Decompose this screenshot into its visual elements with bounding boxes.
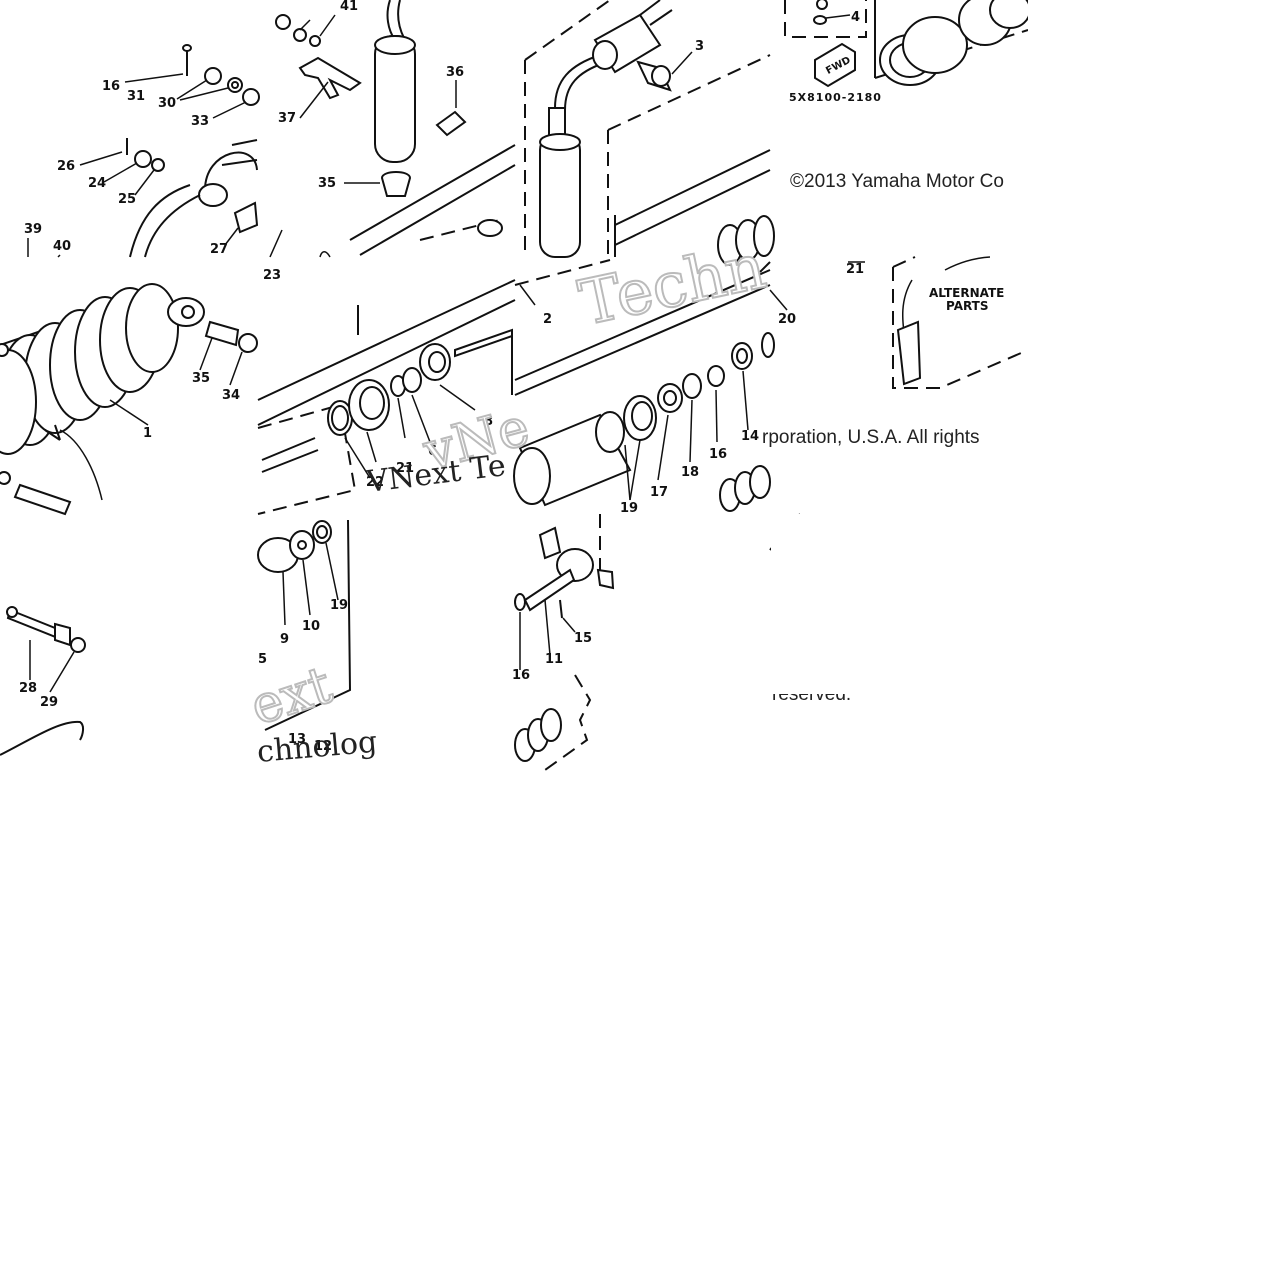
- diagram-tile-r1c3: [524, 0, 771, 258]
- callout-15: 15: [574, 631, 592, 646]
- callout-35b: 34: [222, 388, 240, 403]
- callout-25: 23: [263, 268, 281, 283]
- part-number: 5X8100-2180: [789, 91, 882, 104]
- callout-35a: 33: [191, 114, 209, 129]
- callout-2: 2: [543, 312, 552, 327]
- callout-21: 19: [620, 501, 638, 516]
- callout-10: 10: [302, 619, 320, 634]
- diagram-tile-r2c3: [513, 215, 788, 512]
- watermark-techn: Techn: [573, 229, 772, 339]
- callout-9: 9: [280, 632, 289, 647]
- callout-24: 22: [366, 475, 384, 490]
- callout-26: 24: [88, 176, 106, 191]
- diagram-tile-r3c3: [514, 513, 801, 771]
- callout-4: 4: [851, 10, 860, 25]
- diagram-tile-r1c1: [27, 44, 260, 258]
- callout-42: 41: [340, 0, 358, 14]
- copyright-fragment-2: rporation, U.S.A. All rights: [762, 427, 980, 448]
- alternate-parts-label-line1: ALTERNATE: [929, 286, 1004, 300]
- callout-6: 6: [428, 444, 437, 459]
- callout-labels: 16 31 30 33 26 24 25 39 40 27 41 37 36 3…: [19, 0, 864, 754]
- callout-32: 30: [158, 96, 176, 111]
- callout-38: 36: [446, 65, 464, 80]
- callout-23: 21: [396, 461, 414, 476]
- callout-8: 8: [484, 414, 493, 429]
- callout-28: 26: [57, 159, 75, 174]
- watermark-vnext-te: VNext Te: [364, 448, 508, 500]
- callout-27: 25: [118, 192, 136, 207]
- callout-31: 29: [40, 695, 58, 710]
- callout-39: 37: [278, 111, 296, 126]
- callout-29: 27: [210, 242, 228, 257]
- diagram-tile-r2c2: [257, 279, 516, 515]
- callout-19: 19: [330, 598, 348, 613]
- callout-36: 35: [192, 371, 210, 386]
- callout-34: 16: [102, 79, 120, 94]
- callout-5: 5: [258, 652, 267, 667]
- copyright-fragment-1: ©2013 Yamaha Motor Co: [790, 171, 1004, 192]
- callout-20: 20: [778, 312, 796, 327]
- callout-22: 21: [846, 262, 864, 277]
- callout-41: 40: [53, 239, 71, 254]
- alternate-parts-label-line2: PARTS: [946, 299, 989, 313]
- watermark-ext: ext: [243, 655, 339, 737]
- diagram-tile-r3c2: [257, 519, 352, 731]
- callout-18: 18: [681, 465, 699, 480]
- diagram-tile-r1c4: [784, 0, 1031, 88]
- callout-37: 35: [318, 176, 336, 191]
- callout-33: 31: [127, 89, 145, 104]
- callout-40: 39: [24, 222, 42, 237]
- callout-3: 3: [695, 39, 704, 54]
- diagram-tile-r2c1: [0, 283, 258, 516]
- callout-11: 11: [545, 652, 563, 667]
- callout-13: 13: [288, 732, 306, 747]
- callout-16b: 16: [512, 668, 530, 683]
- callout-30: 28: [19, 681, 37, 696]
- diagram-tile-r3c1: [0, 606, 86, 756]
- diagram-tile-r1c2: [269, 0, 516, 258]
- callout-16a: 16: [709, 447, 727, 462]
- callout-17: 17: [650, 485, 668, 500]
- callout-1: 1: [143, 426, 152, 441]
- diagram-tile-r2c4: [848, 256, 1029, 389]
- callout-14: 14: [741, 429, 759, 444]
- callout-12: 12: [314, 739, 332, 754]
